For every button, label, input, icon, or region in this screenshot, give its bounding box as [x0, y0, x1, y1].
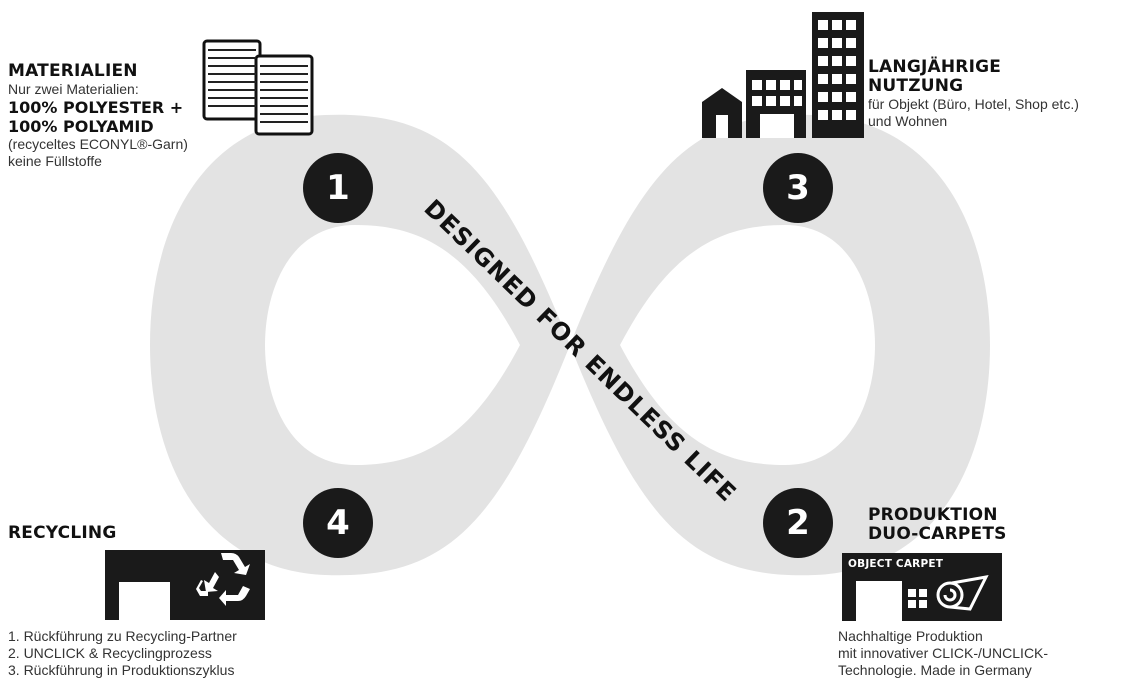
step-4-line-3: 3. Rückführung in Produktionszyklus [8, 662, 235, 678]
step-4-recycling: 1. Rückführung zu Recycling-Partner 2. U… [8, 628, 237, 679]
step-4-badge: 4 [303, 488, 373, 558]
step-1-materials: MATERIALIEN Nur zwei Materialien: 100% P… [8, 62, 188, 170]
step-3-line-1: für Objekt (Büro, Hotel, Shop etc.) [868, 96, 1079, 112]
step-2-title-1: PRODUKTION [868, 505, 998, 525]
step-1-strong-2: 100% POLYAMID [8, 117, 154, 136]
step-2-line-3: Technologie. Made in Germany [838, 662, 1032, 678]
step-2-line-2: mit innovativer CLICK-/UNCLICK- [838, 645, 1049, 661]
step-3-line-2: und Wohnen [868, 113, 948, 129]
step-3-badge: 3 [763, 153, 833, 223]
step-4-line-1: 1. Rückführung zu Recycling-Partner [8, 628, 237, 644]
recycling-plant-icon [105, 550, 265, 620]
infinity-right-hole [620, 225, 875, 465]
step-1-extra-1: (recyceltes ECONYL®-Garn) [8, 136, 188, 152]
step-3-title-1: LANGJÄHRIGE [868, 57, 1002, 77]
step-2-line-1: Nachhaltige Produktion [838, 628, 983, 644]
carpet-roll-icon [936, 575, 989, 611]
buildings-icon [702, 12, 864, 138]
step-4-title: RECYCLING [8, 523, 117, 543]
step-2-production-text: Nachhaltige Produktion mit innovativer C… [838, 628, 1048, 679]
factory-label: OBJECT CARPET [848, 558, 944, 570]
step-2-badge: 2 [763, 488, 833, 558]
infinity-left-hole [265, 225, 520, 465]
recycling-icon [196, 553, 250, 606]
step-1-title: MATERIALIEN [8, 61, 138, 81]
fabric-rolls-icon [202, 39, 314, 136]
step-1-line-1: Nur zwei Materialien: [8, 81, 139, 97]
factory-icon: OBJECT CARPET [842, 553, 1002, 621]
step-1-extra-2: keine Füllstoffe [8, 153, 102, 169]
step-1-strong-1: 100% POLYESTER + [8, 98, 184, 117]
step-3-usage: LANGJÄHRIGE NUTZUNG für Objekt (Büro, Ho… [868, 58, 1079, 130]
step-2-production-title: PRODUKTION DUO-CARPETS [868, 506, 1007, 544]
step-1-badge: 1 [303, 153, 373, 223]
step-4-line-2: 2. UNCLICK & Recyclingprozess [8, 645, 212, 661]
step-2-title-2: DUO-CARPETS [868, 524, 1007, 544]
step-3-title-2: NUTZUNG [868, 76, 964, 96]
